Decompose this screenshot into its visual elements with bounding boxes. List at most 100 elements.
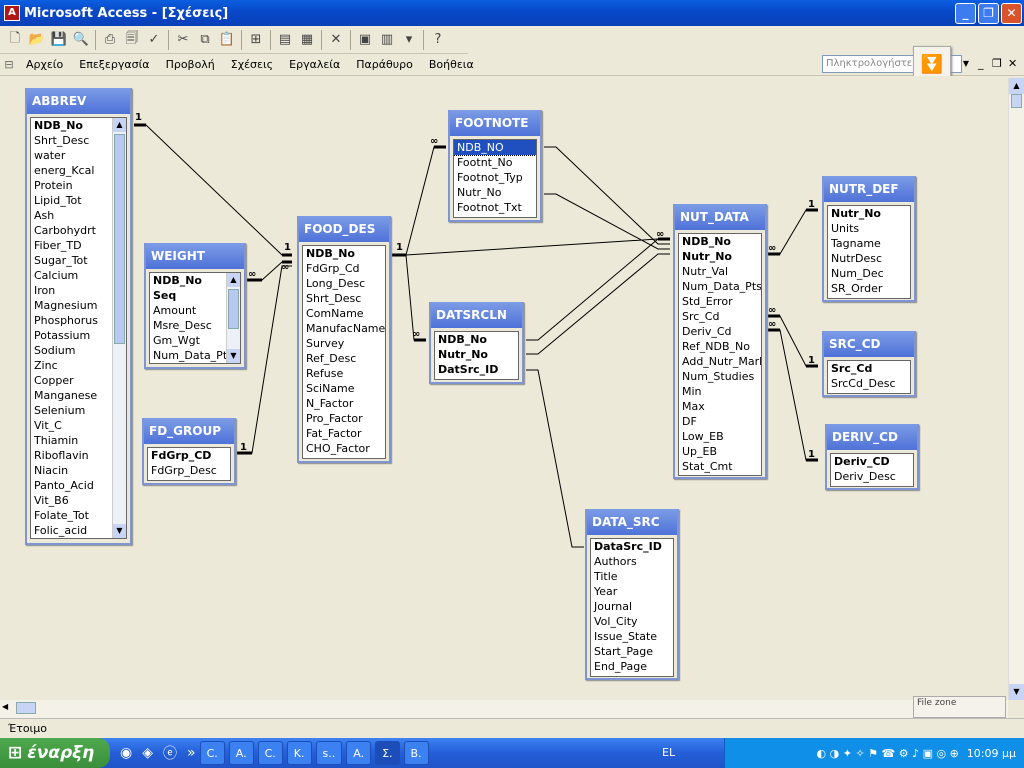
vertical-scrollbar[interactable]: ▲ ▼	[1008, 78, 1024, 700]
field-item[interactable]: Seq	[153, 289, 177, 302]
help-icon[interactable]: ?	[434, 32, 442, 47]
field-item[interactable]: Folate_Tot	[34, 509, 89, 522]
field-item[interactable]: Stat_Cmt	[682, 460, 733, 473]
task-button[interactable]: C.	[199, 741, 225, 765]
field-item[interactable]: Num_Studies	[682, 370, 755, 383]
task-button[interactable]: B.	[403, 741, 429, 765]
field-item[interactable]: Panto_Acid	[34, 479, 94, 492]
database-window-icon[interactable]: ▣	[358, 32, 372, 47]
menu-window[interactable]: Παράθυρο	[356, 58, 413, 71]
field-item[interactable]: NDB_No	[153, 274, 202, 287]
field-item[interactable]: Authors	[594, 555, 637, 568]
quicklaunch-ie-icon[interactable]: ⓔ	[163, 746, 177, 762]
field-item[interactable]: CHO_Factor	[306, 442, 370, 455]
field-item[interactable]: NDB_NO	[454, 140, 536, 156]
menu-help[interactable]: Βοήθεια	[428, 58, 474, 71]
field-item[interactable]: Long_Desc	[306, 277, 366, 290]
field-item[interactable]: Num_Dec	[831, 267, 884, 280]
table-title[interactable]: NUT_DATA	[675, 204, 765, 230]
file-zone-toolbar[interactable]: File zone	[913, 696, 1006, 718]
table-title[interactable]: DATSRCLN	[431, 302, 522, 328]
field-item[interactable]: DF	[682, 415, 697, 428]
scroll-thumb[interactable]	[1011, 94, 1022, 108]
field-item[interactable]: Year	[594, 585, 618, 598]
table-title[interactable]: NUTR_DEF	[824, 176, 914, 202]
show-table-icon[interactable]: ⊞	[250, 32, 262, 47]
field-item[interactable]: Deriv_Cd	[682, 325, 732, 338]
field-item[interactable]: Iron	[34, 284, 56, 297]
field-item[interactable]: Sodium	[34, 344, 76, 357]
horizontal-scrollbar[interactable]: ◀	[0, 700, 1008, 718]
menu-tools[interactable]: Εργαλεία	[289, 58, 341, 71]
field-item[interactable]: Lipid_Tot	[34, 194, 82, 207]
field-item[interactable]: Amount	[153, 304, 197, 317]
field-item[interactable]: NutrDesc	[831, 252, 883, 265]
field-item[interactable]: water	[34, 149, 66, 162]
menu-file[interactable]: Αρχείο	[26, 58, 64, 71]
field-item[interactable]: Low_EB	[682, 430, 724, 443]
field-item[interactable]: Footnot_Txt	[457, 201, 522, 214]
field-item[interactable]: Vol_City	[594, 615, 638, 628]
file-search-icon[interactable]: 🔍	[72, 32, 90, 47]
field-item[interactable]: Deriv_Desc	[834, 470, 896, 483]
task-button[interactable]: C.	[257, 741, 283, 765]
new-object-icon[interactable]: ▥	[380, 32, 394, 47]
field-item[interactable]: Fat_Factor	[306, 427, 362, 440]
field-item[interactable]: Vit_B6	[34, 494, 69, 507]
field-item[interactable]: NDB_No	[34, 119, 83, 132]
quicklaunch-shield-icon[interactable]: ◈	[142, 745, 153, 761]
task-button[interactable]: s..	[315, 741, 343, 765]
field-item[interactable]: NDB_No	[438, 333, 487, 346]
field-item[interactable]: Issue_State	[594, 630, 658, 643]
copy-icon[interactable]: ⧉	[200, 32, 210, 47]
show-all-relationships-icon[interactable]: ▦	[300, 32, 314, 47]
field-item[interactable]: Add_Nutr_Mark	[682, 355, 762, 368]
field-item[interactable]: Survey	[306, 337, 345, 350]
save-icon[interactable]: 💾	[50, 32, 68, 47]
child-close-button[interactable]: ✕	[1008, 57, 1018, 70]
start-button[interactable]: ⊞έναρξη	[0, 738, 110, 768]
field-item[interactable]: Nutr_No	[831, 207, 881, 220]
field-item[interactable]: Nutr_No	[438, 348, 488, 361]
field-item[interactable]: Fiber_TD	[34, 239, 82, 252]
field-item[interactable]: NDB_No	[682, 235, 731, 248]
print-preview-icon[interactable]: 🗐	[125, 30, 139, 46]
help-dropdown-icon[interactable]: ▼	[962, 59, 970, 68]
field-item[interactable]: Msre_Desc	[153, 319, 212, 332]
task-button[interactable]: K.	[286, 741, 312, 765]
menu-view[interactable]: Προβολή	[165, 58, 215, 71]
field-item[interactable]: Potassium	[34, 329, 91, 342]
field-item[interactable]: DatSrc_ID	[438, 363, 499, 376]
paste-icon[interactable]: 📋	[218, 32, 236, 47]
field-item[interactable]: Footnt_No	[457, 156, 513, 169]
field-item[interactable]: Min	[682, 385, 702, 398]
minimize-button[interactable]: _	[955, 3, 976, 24]
field-item[interactable]: Folic_acid	[34, 524, 88, 537]
field-item[interactable]: N_Factor	[306, 397, 354, 410]
scroll-up-icon[interactable]: ▲	[1009, 78, 1024, 94]
field-item[interactable]: Phosphorus	[34, 314, 98, 327]
field-item[interactable]: FdGrp_CD	[151, 449, 212, 462]
restore-button[interactable]: ❐	[978, 3, 999, 24]
field-list-scrollbar[interactable]: ▲▼	[112, 118, 126, 538]
field-item[interactable]: Up_EB	[682, 445, 718, 458]
task-button[interactable]: A.	[228, 741, 254, 765]
field-item[interactable]: Copper	[34, 374, 74, 387]
field-item[interactable]: NDB_No	[306, 247, 355, 260]
field-item[interactable]: Num_Data_Pts	[682, 280, 762, 293]
field-item[interactable]: Magnesium	[34, 299, 98, 312]
field-item[interactable]: Shrt_Desc	[34, 134, 90, 147]
field-item[interactable]: Zinc	[34, 359, 58, 372]
field-item[interactable]: Tagname	[831, 237, 881, 250]
field-item[interactable]: Ref_NDB_No	[682, 340, 750, 353]
quicklaunch-media-icon[interactable]: ◉	[120, 745, 133, 761]
print-icon[interactable]: ⎙	[104, 32, 116, 47]
